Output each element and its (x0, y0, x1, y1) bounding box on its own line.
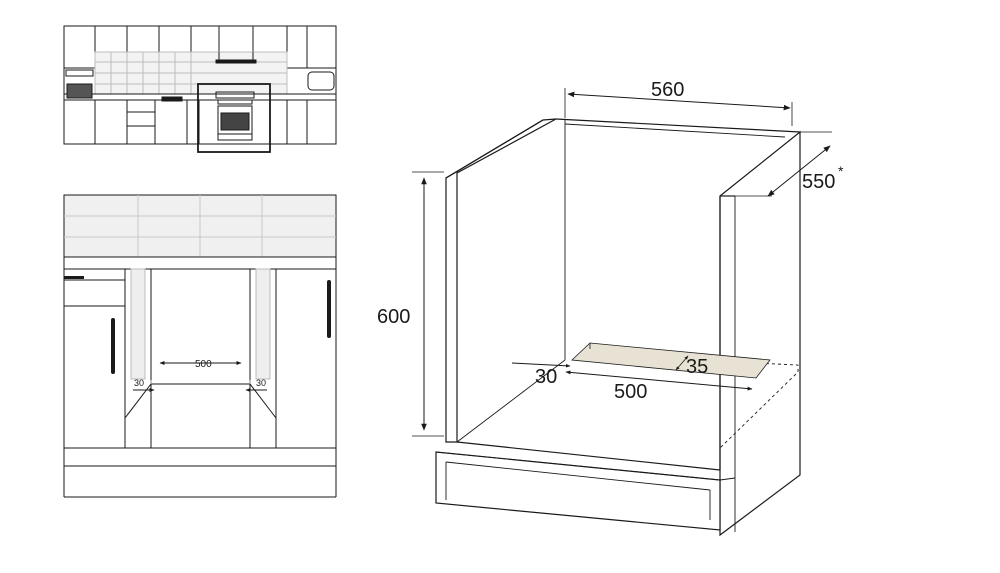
right-door-handle (327, 280, 331, 338)
left-door-handle (111, 318, 115, 374)
niche-3d (412, 88, 832, 537)
microwave-icon (307, 71, 335, 91)
vent-35-label: 35 (686, 356, 708, 378)
niche-right-inner (255, 268, 271, 380)
sink (161, 96, 183, 102)
worktop (63, 93, 337, 101)
hood-bar (215, 59, 257, 64)
niche-left-inner (130, 268, 146, 380)
left-oven-panel (65, 69, 94, 77)
width-560-label: 560 (651, 79, 684, 101)
depth-asterisk: * (838, 163, 844, 179)
dimension-30-line (511, 362, 571, 368)
left-drawer-handle (64, 276, 84, 279)
niche-floor-front (456, 441, 721, 471)
front-view (63, 194, 337, 498)
offset-30-label: 30 (535, 366, 557, 388)
front-right-30-label: 30 (256, 378, 266, 388)
cooker-highlight-box (197, 83, 271, 153)
cooker-panel (217, 99, 253, 105)
height-600-label: 600 (377, 306, 410, 328)
cooker-hob (215, 91, 255, 99)
tile-backsplash (94, 51, 288, 95)
dimension-35-line (675, 355, 689, 371)
plinth-front (435, 451, 721, 531)
front-worktop (63, 256, 337, 270)
vent-500-label: 500 (614, 381, 647, 403)
niche-floor-left (456, 359, 566, 443)
front-left-30-label: 30 (134, 378, 144, 388)
niche-top-edge (555, 118, 801, 133)
niche-right-side (719, 130, 801, 537)
kitchen-overview (63, 25, 337, 153)
depth-550-label: 550 (802, 171, 835, 193)
niche-floor (124, 383, 277, 419)
front-tiles (63, 194, 337, 258)
front-500-label: 500 (195, 359, 212, 370)
dimension-500-line (565, 370, 753, 391)
cooker-window (220, 112, 250, 131)
cooker-drawer (217, 133, 253, 141)
dimension-560-line (567, 91, 791, 111)
dimension-550-line (767, 145, 831, 197)
left-oven-window (66, 83, 93, 99)
base-cabinets (63, 99, 337, 145)
